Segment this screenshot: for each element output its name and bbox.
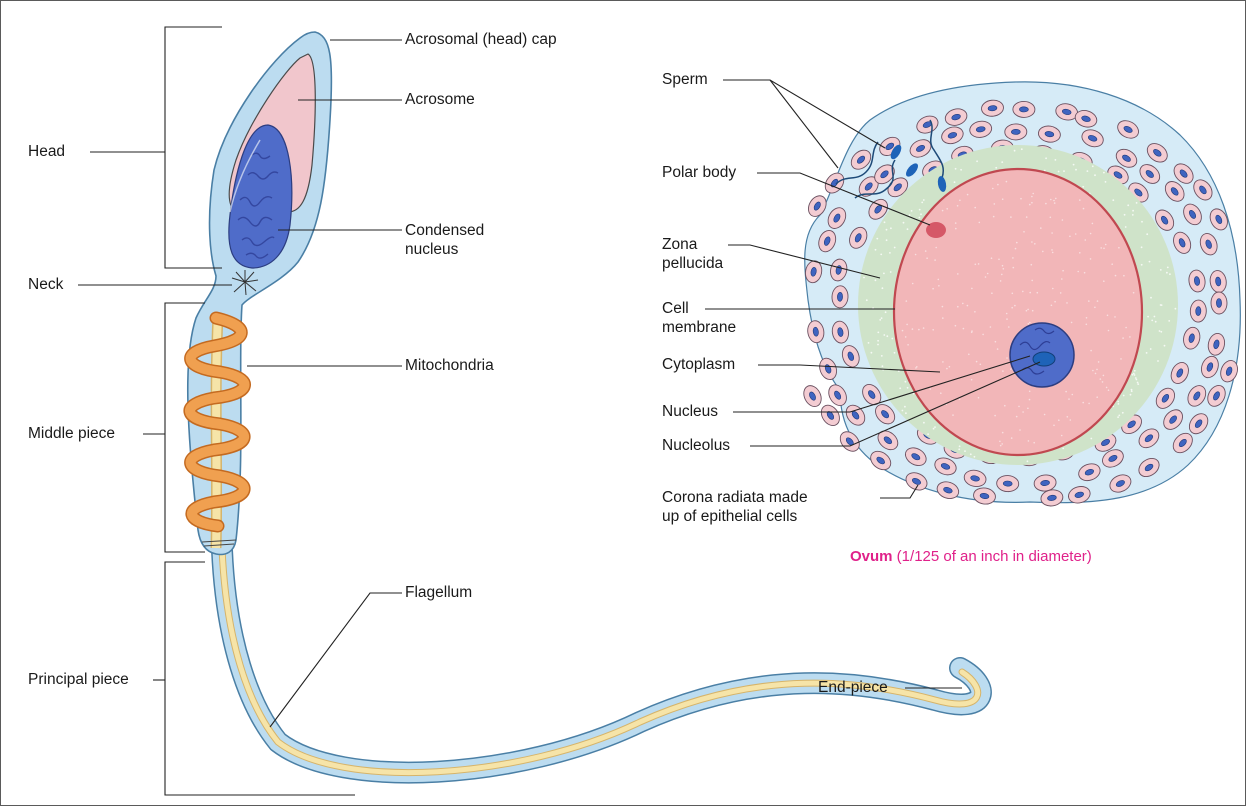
label-condensed-nucleus-line1: Condensed bbox=[405, 221, 484, 240]
cytoplasm-shape bbox=[894, 169, 1142, 455]
label-cytoplasm: Cytoplasm bbox=[662, 355, 735, 374]
label-corona-line2: up of epithelial cells bbox=[662, 507, 797, 526]
ovum-caption: Ovum (1/125 of an inch in diameter) bbox=[850, 548, 1092, 565]
label-corona-line1: Corona radiata made bbox=[662, 488, 808, 507]
label-nucleolus: Nucleolus bbox=[662, 436, 730, 455]
label-mitochondria: Mitochondria bbox=[405, 356, 494, 375]
ovum-caption-bold: Ovum bbox=[850, 548, 893, 565]
label-head: Head bbox=[28, 142, 65, 161]
label-cell-membrane-line1: Cell bbox=[662, 299, 689, 318]
label-acrosome: Acrosome bbox=[405, 90, 475, 109]
label-sperm: Sperm bbox=[662, 70, 708, 89]
label-zona-line1: Zona bbox=[662, 235, 697, 254]
label-middle-piece: Middle piece bbox=[28, 424, 115, 443]
label-neck: Neck bbox=[28, 275, 63, 294]
label-principal-piece: Principal piece bbox=[28, 670, 129, 689]
label-flagellum: Flagellum bbox=[405, 583, 472, 602]
label-zona-line2: pellucida bbox=[662, 254, 723, 273]
label-nucleus: Nucleus bbox=[662, 402, 718, 421]
label-polar-body: Polar body bbox=[662, 163, 736, 182]
label-cell-membrane-line2: membrane bbox=[662, 318, 736, 337]
ovum-caption-rest: (1/125 of an inch in diameter) bbox=[893, 548, 1092, 565]
label-end-piece: End-piece bbox=[818, 678, 888, 697]
ovum-illustration bbox=[800, 82, 1240, 508]
label-condensed-nucleus-line2: nucleus bbox=[405, 240, 458, 259]
label-acrosomal-cap: Acrosomal (head) cap bbox=[405, 30, 557, 49]
